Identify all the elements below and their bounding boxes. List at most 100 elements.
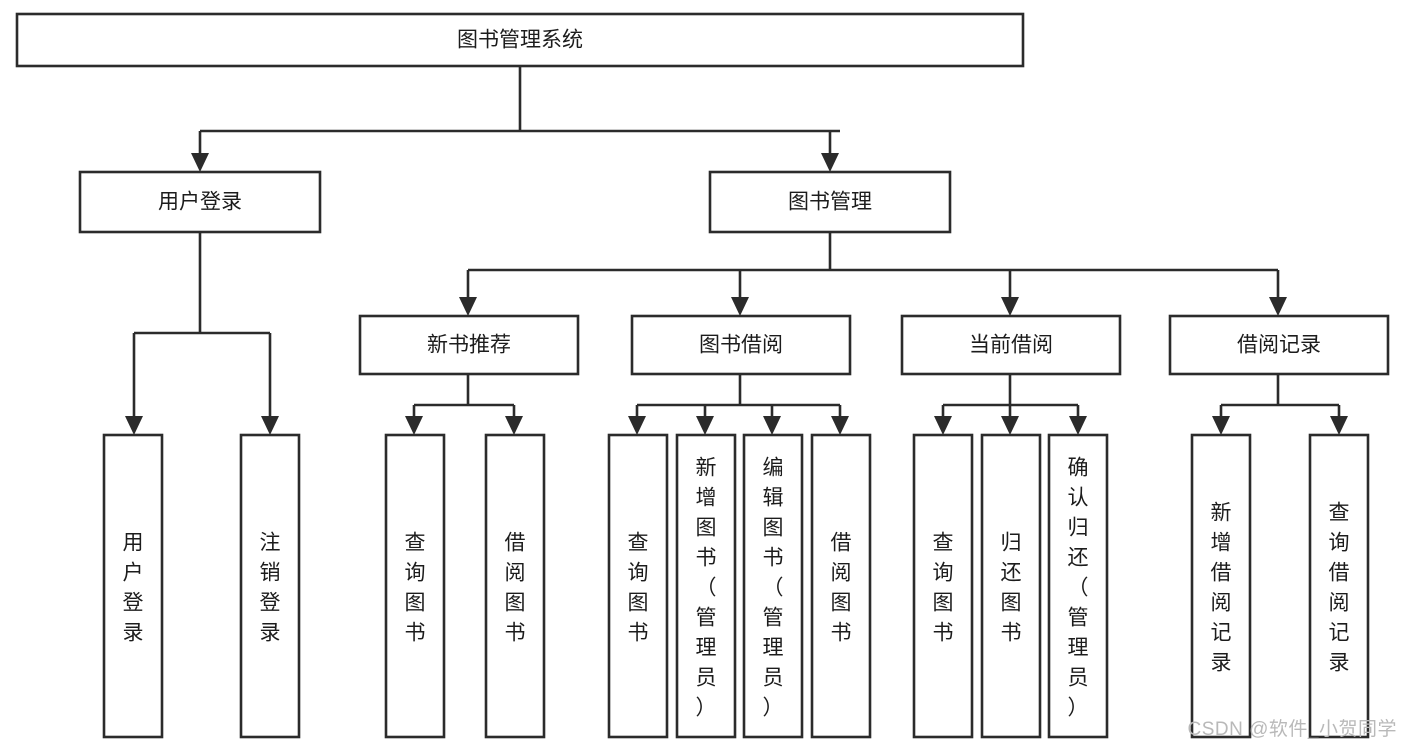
- arrow-head-icon: [763, 416, 781, 435]
- connector-drop-edit-book: [763, 405, 781, 435]
- node-leaf-logout[interactable]: 注销登录: [239, 433, 301, 739]
- node-box-level3[interactable]: [900, 314, 1122, 376]
- node-leaf-query-book-current[interactable]: 查询图书: [912, 433, 974, 739]
- node-label: 新增借阅记录: [1211, 501, 1232, 674]
- connector-drop-query-record: [1330, 405, 1348, 435]
- connector-drop-q-book-new: [405, 405, 423, 435]
- node-box-leaf[interactable]: [1308, 433, 1370, 739]
- arrow-head-icon: [261, 416, 279, 435]
- node-box-leaf[interactable]: [384, 433, 446, 739]
- node-leaf-query-borrow-record[interactable]: 查询借阅记录: [1308, 433, 1370, 739]
- node-box-leaf[interactable]: [912, 433, 974, 739]
- connector-drop-add-record: [1212, 405, 1230, 435]
- connector-drop-current-borrow: [1001, 270, 1019, 316]
- node-box-leaf[interactable]: [980, 433, 1042, 739]
- connector-drop-b-book-new: [505, 405, 523, 435]
- connector-drop-borrow-record: [1269, 270, 1287, 316]
- node-box-level2[interactable]: [708, 170, 952, 234]
- node-label: 借阅记录: [1237, 334, 1321, 357]
- node-label: 编辑图书（管理员）: [763, 456, 784, 719]
- node-label: 新书推荐: [427, 334, 511, 357]
- connector-drop-book-manage: [821, 131, 839, 172]
- node-label: 图书管理系统: [457, 29, 583, 52]
- connector-drop-q-book-borrow: [628, 405, 646, 435]
- connector-drop-book-borrow: [731, 270, 749, 316]
- node-label: 借阅图书: [505, 531, 526, 644]
- arrow-head-icon: [628, 416, 646, 435]
- node-label: 图书借阅: [699, 334, 783, 357]
- node-label: 图书管理: [788, 191, 872, 214]
- node-box-leaf[interactable]: [742, 433, 804, 739]
- node-leaf-return-book[interactable]: 归还图书: [980, 433, 1042, 739]
- arrow-head-icon: [1069, 416, 1087, 435]
- arrow-head-icon: [696, 416, 714, 435]
- node-box-level2[interactable]: [78, 170, 322, 234]
- node-box-leaf[interactable]: [102, 433, 164, 739]
- node-leaf-query-book-borrow[interactable]: 查询图书: [607, 433, 669, 739]
- node-leaf-user-login[interactable]: 用户登录: [102, 433, 164, 739]
- node-label: 新增图书（管理员）: [696, 456, 717, 719]
- node-label: 用户登录: [123, 531, 144, 644]
- arrow-head-icon: [405, 416, 423, 435]
- node-label: 用户登录: [158, 191, 242, 214]
- node-book-manage[interactable]: 图书管理: [708, 170, 952, 234]
- node-current-borrow[interactable]: 当前借阅: [900, 314, 1122, 376]
- node-box-leaf[interactable]: [607, 433, 669, 739]
- node-label: 借阅图书: [831, 531, 852, 644]
- arrow-head-icon: [1001, 416, 1019, 435]
- node-new-book-recommend[interactable]: 新书推荐: [358, 314, 580, 376]
- connector-drop-leaf-logout: [261, 333, 279, 435]
- connectors-layer: [125, 66, 1348, 435]
- node-book-borrow[interactable]: 图书借阅: [630, 314, 852, 376]
- connector-drop-user-login: [191, 131, 209, 172]
- node-label: 注销登录: [260, 531, 281, 644]
- arrow-head-icon: [1001, 297, 1019, 316]
- node-box-leaf[interactable]: [1047, 433, 1109, 739]
- connector-drop-return-book: [1001, 405, 1019, 435]
- node-system[interactable]: 图书管理系统: [15, 12, 1025, 68]
- connector-drop-confirm-return: [1069, 405, 1087, 435]
- arrow-head-icon: [934, 416, 952, 435]
- arrow-head-icon: [191, 153, 209, 172]
- node-label: 查询借阅记录: [1329, 501, 1350, 674]
- node-label: 查询图书: [933, 531, 954, 644]
- node-leaf-borrow-book[interactable]: 借阅图书: [810, 433, 872, 739]
- arrow-head-icon: [831, 416, 849, 435]
- node-leaf-edit-book-admin[interactable]: 编辑图书（管理员）: [742, 433, 804, 739]
- node-box-leaf[interactable]: [675, 433, 737, 739]
- node-label: 查询图书: [628, 531, 649, 644]
- node-box-leaf[interactable]: [484, 433, 546, 739]
- arrow-head-icon: [1330, 416, 1348, 435]
- arrow-head-icon: [731, 297, 749, 316]
- node-borrow-record[interactable]: 借阅记录: [1168, 314, 1390, 376]
- node-box-leaf[interactable]: [1190, 433, 1252, 739]
- node-box-root[interactable]: [15, 12, 1025, 68]
- arrow-head-icon: [821, 153, 839, 172]
- connector-drop-q-book-current: [934, 405, 952, 435]
- node-leaf-add-borrow-record[interactable]: 新增借阅记录: [1190, 433, 1252, 739]
- node-box-leaf[interactable]: [810, 433, 872, 739]
- connector-drop-leaf-user-login: [125, 333, 143, 435]
- arrow-head-icon: [1269, 297, 1287, 316]
- node-user-login[interactable]: 用户登录: [78, 170, 322, 234]
- arrow-head-icon: [1212, 416, 1230, 435]
- node-leaf-query-book-new[interactable]: 查询图书: [384, 433, 446, 739]
- nodes-layer: 图书管理系统用户登录图书管理新书推荐图书借阅当前借阅借阅记录用户登录注销登录查询…: [15, 12, 1390, 739]
- watermark-label: CSDN @软件_小贺同学: [1187, 719, 1397, 740]
- arrow-head-icon: [459, 297, 477, 316]
- node-box-leaf[interactable]: [239, 433, 301, 739]
- node-label: 查询图书: [405, 531, 426, 644]
- node-leaf-add-book-admin[interactable]: 新增图书（管理员）: [675, 433, 737, 739]
- node-leaf-borrow-book-new[interactable]: 借阅图书: [484, 433, 546, 739]
- node-box-level3[interactable]: [358, 314, 580, 376]
- connector-drop-new-book: [459, 270, 477, 316]
- node-box-level3[interactable]: [630, 314, 852, 376]
- node-label: 归还图书: [1001, 531, 1022, 644]
- node-leaf-confirm-return-admin[interactable]: 确认归还（管理员）: [1047, 433, 1109, 739]
- node-label: 确认归还（管理员）: [1068, 456, 1089, 719]
- node-box-level3[interactable]: [1168, 314, 1390, 376]
- node-label: 当前借阅: [969, 334, 1053, 357]
- arrow-head-icon: [125, 416, 143, 435]
